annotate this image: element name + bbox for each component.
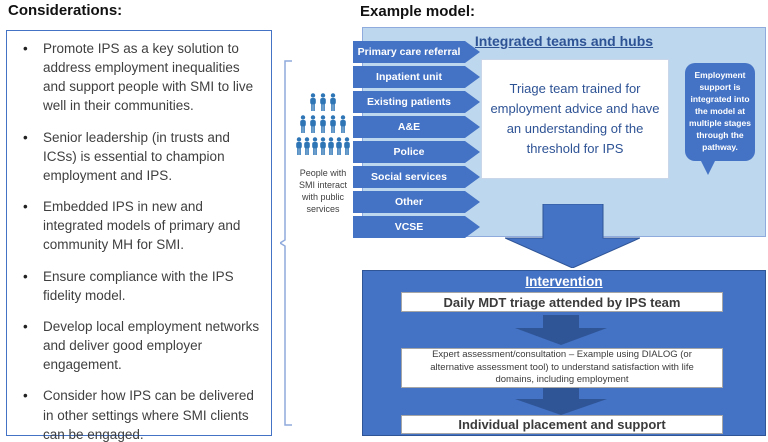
- referral-arrow: Existing patients: [353, 91, 480, 113]
- bullet-text: Ensure compliance with the IPS fidelity …: [43, 268, 234, 303]
- considerations-title: Considerations:: [8, 2, 123, 19]
- brace-connector-icon: [280, 60, 292, 426]
- people-caption: People with SMI interact with public ser…: [298, 168, 347, 215]
- integrated-hub-panel: Integrated teams and hubs Primary care r…: [362, 27, 766, 237]
- bullet-text: Senior leadership (in trusts and ICSs) i…: [43, 129, 230, 183]
- down-arrow-icon: [505, 204, 640, 268]
- hub-title: Integrated teams and hubs: [474, 33, 654, 49]
- referral-arrow: Inpatient unit: [353, 66, 480, 88]
- referral-arrow: Primary care referral: [353, 41, 480, 63]
- list-item: Ensure compliance with the IPS fidelity …: [7, 267, 265, 305]
- down-arrow-icon: [515, 388, 607, 415]
- callout-tail: [701, 161, 715, 175]
- callout-text: Employment support is integrated into th…: [689, 70, 751, 152]
- people-group: People with SMI interact with public ser…: [292, 93, 354, 216]
- considerations-list: Promote IPS as a key solution to address…: [7, 39, 265, 442]
- people-pictogram-icon: [296, 93, 350, 155]
- down-arrow-icon: [515, 315, 607, 345]
- bullet-text: Embedded IPS in new and integrated model…: [43, 199, 241, 253]
- intervention-step: Individual placement and support: [401, 415, 723, 434]
- example-model-title: Example model:: [360, 3, 476, 20]
- referral-arrow: Social services: [353, 166, 480, 188]
- intervention-step: Expert assessment/consultation – Example…: [401, 348, 723, 388]
- list-item: Consider how IPS can be delivered in oth…: [7, 386, 265, 442]
- bullet-text: Promote IPS as a key solution to address…: [43, 41, 254, 114]
- list-item: Promote IPS as a key solution to address…: [7, 39, 265, 116]
- triage-box: Triage team trained for employment advic…: [481, 59, 669, 179]
- list-item: Embedded IPS in new and integrated model…: [7, 197, 265, 254]
- bullet-text: Develop local employment networks and de…: [43, 318, 260, 373]
- intervention-title: Intervention: [525, 274, 603, 289]
- considerations-panel: Promote IPS as a key solution to address…: [6, 30, 272, 442]
- referral-arrow: Other: [353, 191, 480, 213]
- intervention-panel: Intervention Daily MDT triage attended b…: [362, 270, 766, 436]
- employment-support-callout: Employment support is integrated into th…: [685, 63, 755, 175]
- list-item: Senior leadership (in trusts and ICSs) i…: [7, 128, 265, 185]
- intervention-step: Daily MDT triage attended by IPS team: [401, 292, 723, 312]
- bullet-text: Consider how IPS can be delivered in oth…: [43, 388, 254, 442]
- referral-arrow: VCSE: [353, 216, 480, 238]
- referral-arrow: Police: [353, 141, 480, 163]
- list-item: Develop local employment networks and de…: [7, 317, 265, 374]
- referral-arrow: A&E: [353, 116, 480, 138]
